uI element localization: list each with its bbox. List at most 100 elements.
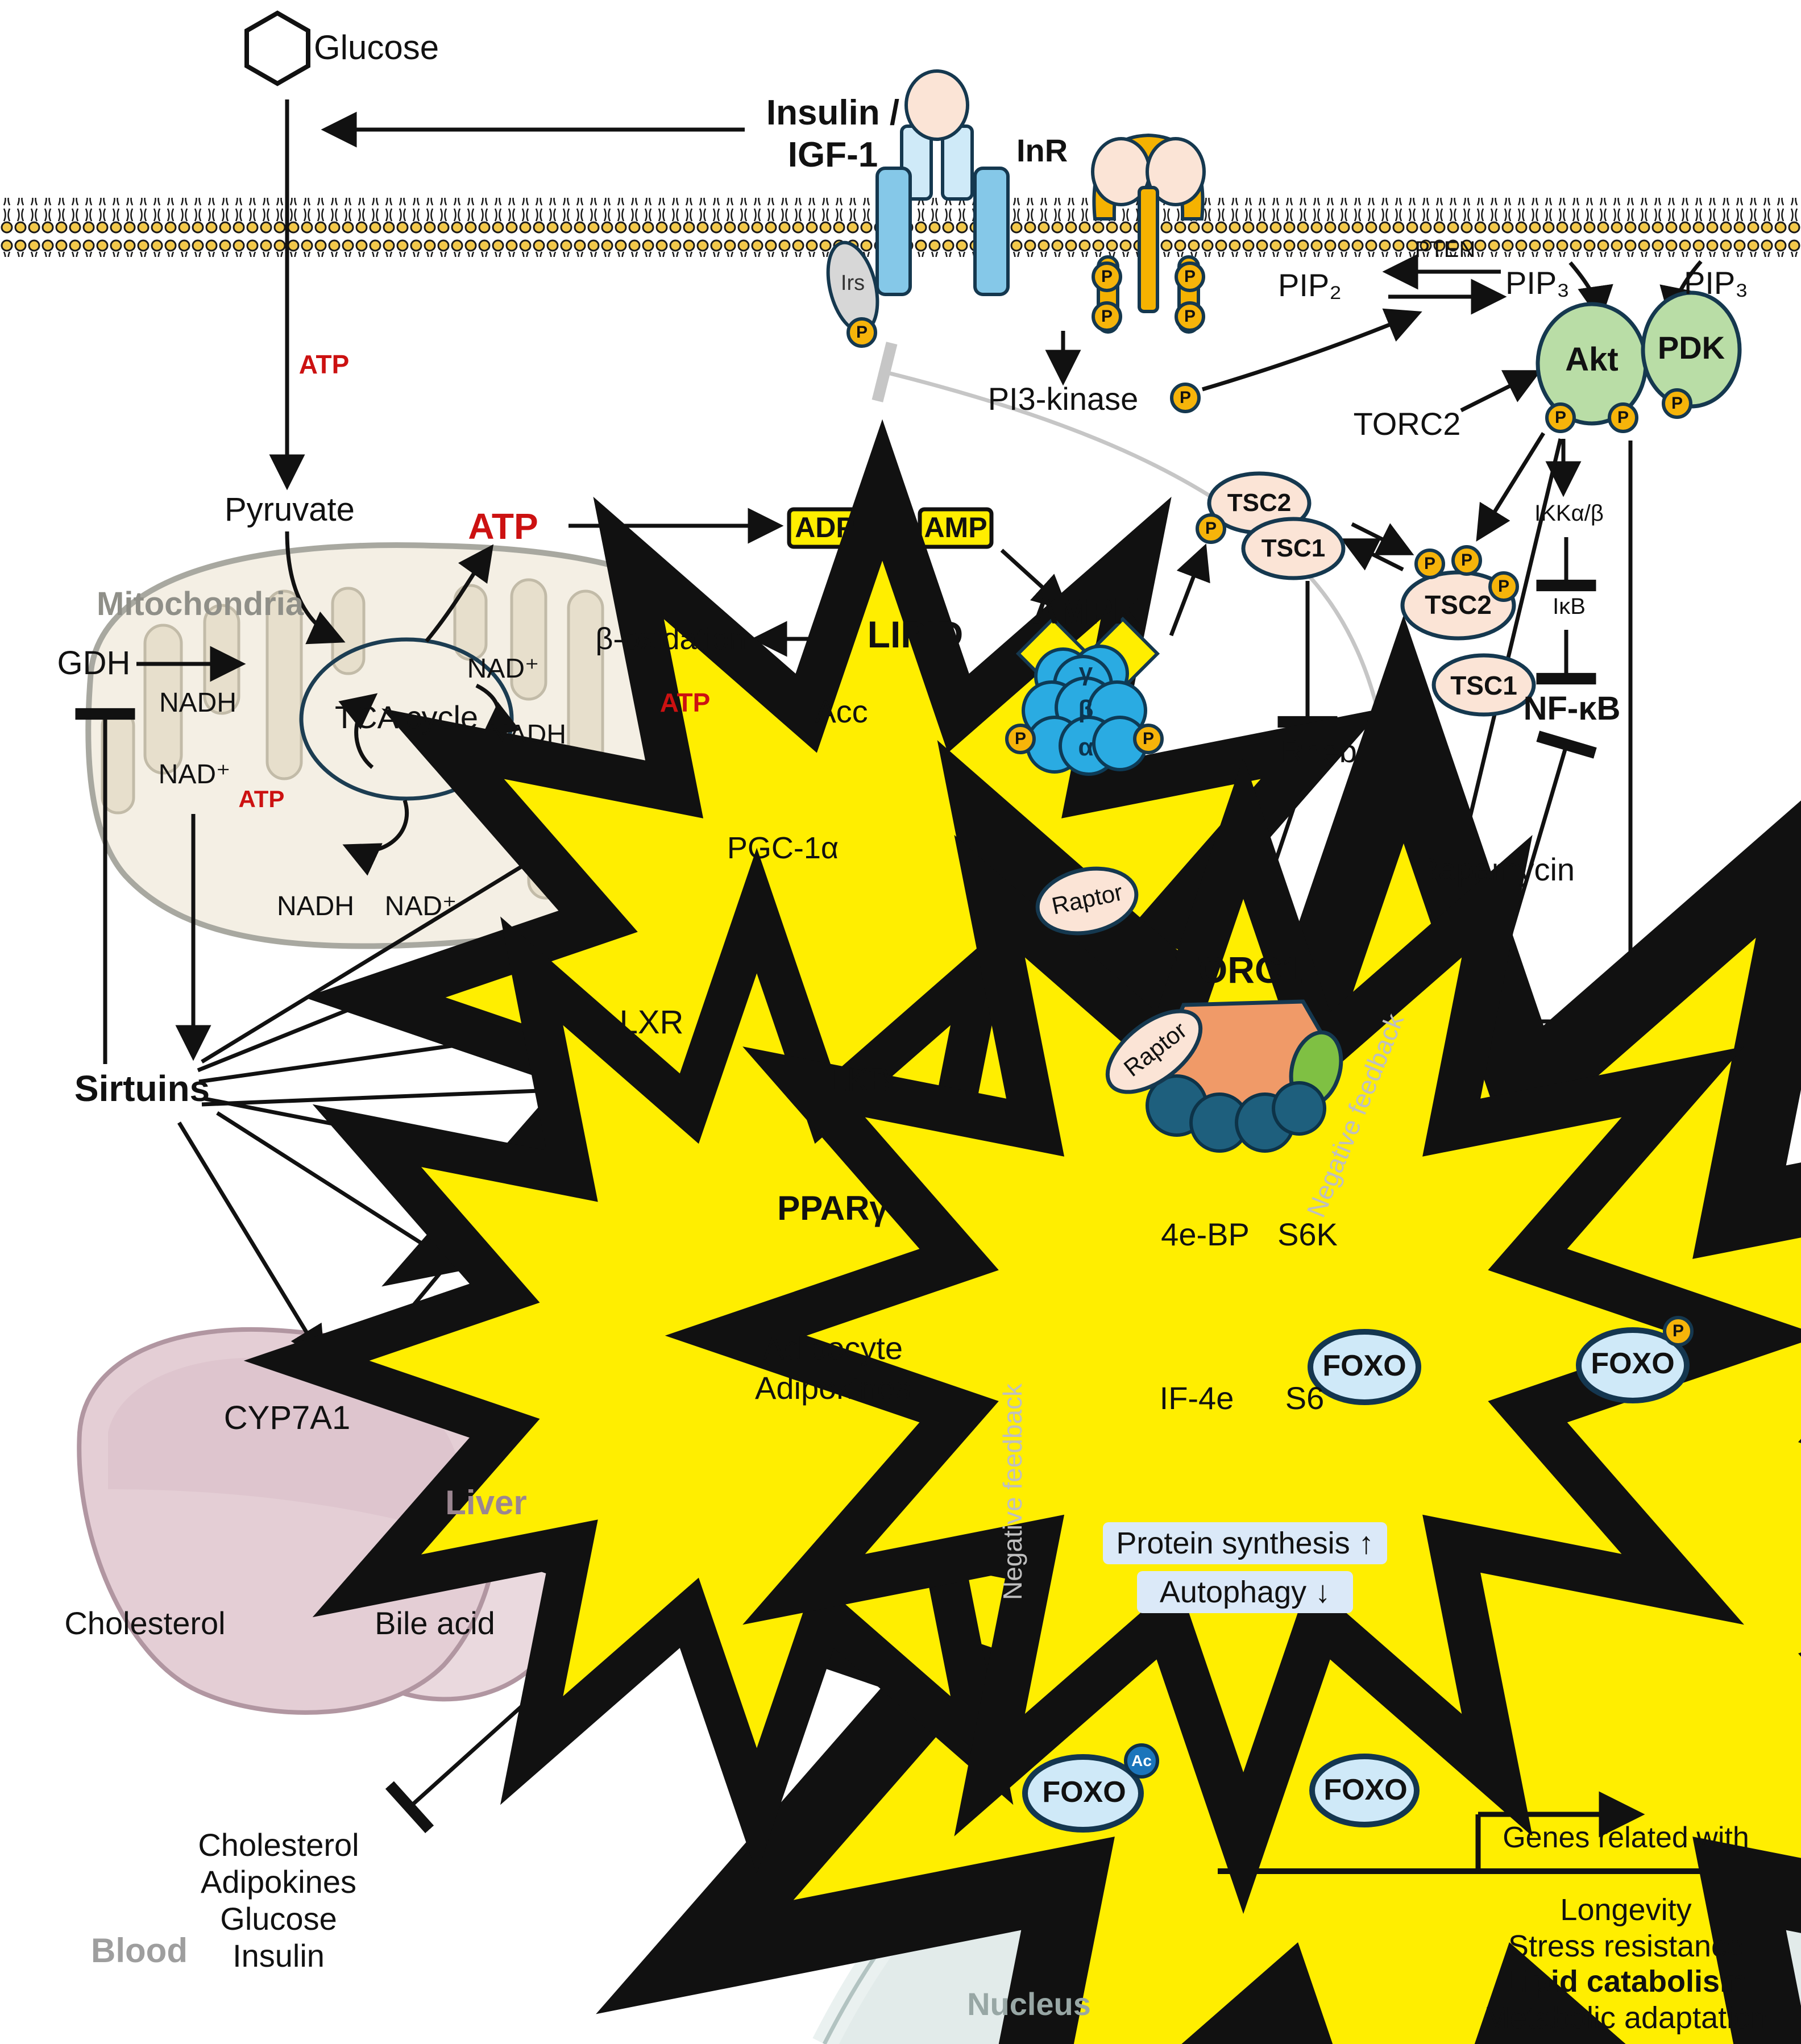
nadh-left-label: NADH [159,688,236,718]
pip3-right-label: PIP₃ [1684,265,1749,301]
adp-label: ADP [795,512,855,543]
arrow-nad-nadh-left [338,693,378,769]
p-badge-tsc2-cluster-3: P [1488,571,1519,602]
tsc2-cluster-label: TSC2 [1425,590,1492,620]
blood-label: Blood [91,1931,188,1970]
blood-marker-adipokines: Adipokines [201,1864,356,1900]
nadh-bottom-label: NADH [276,891,354,921]
p-badge-tsc2-cluster-2: P [1451,545,1482,576]
pyruvate-label: Pyruvate [225,491,355,528]
p-badge-akt-2: P [1608,402,1638,433]
nucleus-label: Nucleus [967,1986,1091,2022]
arrow-pi3k-to-pip [1202,308,1422,392]
tsc1-pair-label: TSC1 [1261,534,1326,562]
p-badge-pi3k: P [1170,383,1201,413]
ac-badge-foxo: Ac [1124,1743,1159,1779]
arrow-pyruvate-to-tca [285,531,346,645]
cyp7a1-label: CYP7A1 [223,1399,351,1436]
akt-label: Akt [1565,341,1619,378]
gene-target-stress: Stress resistance [1508,1929,1744,1963]
beta-oxidation-label: β-oxidation [595,622,746,656]
insulin-ligand [904,69,969,141]
p-badge-receptor-1: P [1092,261,1122,292]
gene-target-longevity: Longevity [1560,1893,1692,1927]
gene-promoter [1218,1791,1778,1874]
rheb-label: Rheb [1281,733,1357,769]
tsc2-pair-label: TSC2 [1227,489,1292,517]
p-badge-akt-1: P [1545,402,1576,433]
arrow-tca-to-atp [425,544,494,643]
ampk-complex [1015,616,1160,776]
raptor-free-shape [1035,866,1139,936]
gene-target-lipid: Lipid catabolism [1504,1964,1748,1999]
pip2-label: PIP₂ [1278,267,1342,303]
arrow-sirtuins-to-cyp7a1 [177,1121,325,1362]
insulin-label-line1: Insulin / [766,93,900,132]
ligand-2 [1146,137,1206,206]
arrow-amp-to-ampk [1000,549,1069,612]
liver-label: Liver [445,1484,527,1522]
p-badge-tsc2-pair: P [1196,513,1226,544]
p-badge-receptor-2: P [1175,261,1205,292]
foxo-nuclear-label: FOXO [1323,1773,1408,1806]
pparg-label: PPARγ [777,1189,889,1227]
bile-acid-label: Bile acid [375,1605,495,1641]
4ebp-label: 4e-BP [1161,1216,1250,1252]
glucose-hexagon [244,10,310,86]
irs-label: Irs [840,271,865,295]
amp-label: AMP [924,512,987,543]
lipid-label: LIPID [867,613,964,655]
p-badge-receptor-3: P [1092,301,1122,332]
sirtuins-label: Sirtuins [74,1068,210,1109]
arrow-nad-nadh-right [475,683,520,738]
atp-label-1: ATP [298,350,350,379]
pten-label: PTEN [1414,237,1476,262]
ikb-label: IκB [1553,594,1586,619]
negative-feedback-left-label: Negative feedback [998,1383,1027,1600]
ampk-beta-label: β [1078,695,1094,723]
inr-receptor [875,69,1010,296]
p-badge-irs: P [846,317,877,348]
s6k-label: S6K [1277,1216,1338,1252]
ampk-alpha-label: α [1078,733,1094,761]
foxo-p-label: FOXO [1591,1347,1675,1380]
cholesterol-liver-label: Cholesterol [64,1605,226,1641]
s6-label: S6 [1285,1380,1325,1416]
arrow-akt-to-tsc2 [1476,432,1545,542]
arrow-ampk-to-tsc2 [1169,543,1210,637]
nfkb-label: NF-κB [1523,690,1621,727]
nad-bottom-label: NAD⁺ [384,891,457,921]
atp-label-3: ATP [238,786,285,812]
gdh-label: GDH [57,645,131,682]
tsc1-free-label: TSC1 [1450,671,1517,700]
ampk-gamma-label: γ [1078,658,1093,686]
adipocyte-label: Adipocyte [763,1330,903,1366]
atp-label-4: ATP [659,688,711,717]
foxo-label: FOXO [1322,1349,1406,1382]
acc-label: Acc [815,693,868,729]
adipokines-label: Adipokines [755,1370,911,1406]
blood-marker-insulin: Insulin [233,1938,325,1974]
p-badge-ampk-1: P [1005,724,1036,754]
blood-marker-glucose: Glucose [220,1901,337,1937]
inr-label: InR [1016,132,1068,168]
arrow-nad-nadh-bottom [342,799,409,876]
atp-label-2: ATP [468,506,538,547]
pdk-label: PDK [1657,330,1725,365]
if4e-label: IF-4e [1159,1380,1234,1416]
protein-synthesis-box: Protein synthesis ↑ [1103,1522,1387,1564]
pi3-kinase-label: PI3-kinase [987,381,1139,417]
glucose-label: Glucose [314,28,439,67]
p-badge-tsc2-cluster-1: P [1414,549,1445,579]
pgc1a-label: PGC-1α [727,831,839,865]
arrow-tsc-exchange-2 [1341,538,1404,572]
pip3-left-label: PIP₃ [1505,265,1570,301]
ikk-label: IKKα/β [1534,501,1604,526]
p-badge-ampk-2: P [1133,724,1164,754]
nadh-right-label: NADH [488,720,566,750]
gene-target-metabolic: Metabolic adaptation [1484,2001,1768,2035]
genes-caption-label: Genes related with [1503,1821,1749,1854]
arrow-tsc-exchange-1 [1351,522,1414,555]
